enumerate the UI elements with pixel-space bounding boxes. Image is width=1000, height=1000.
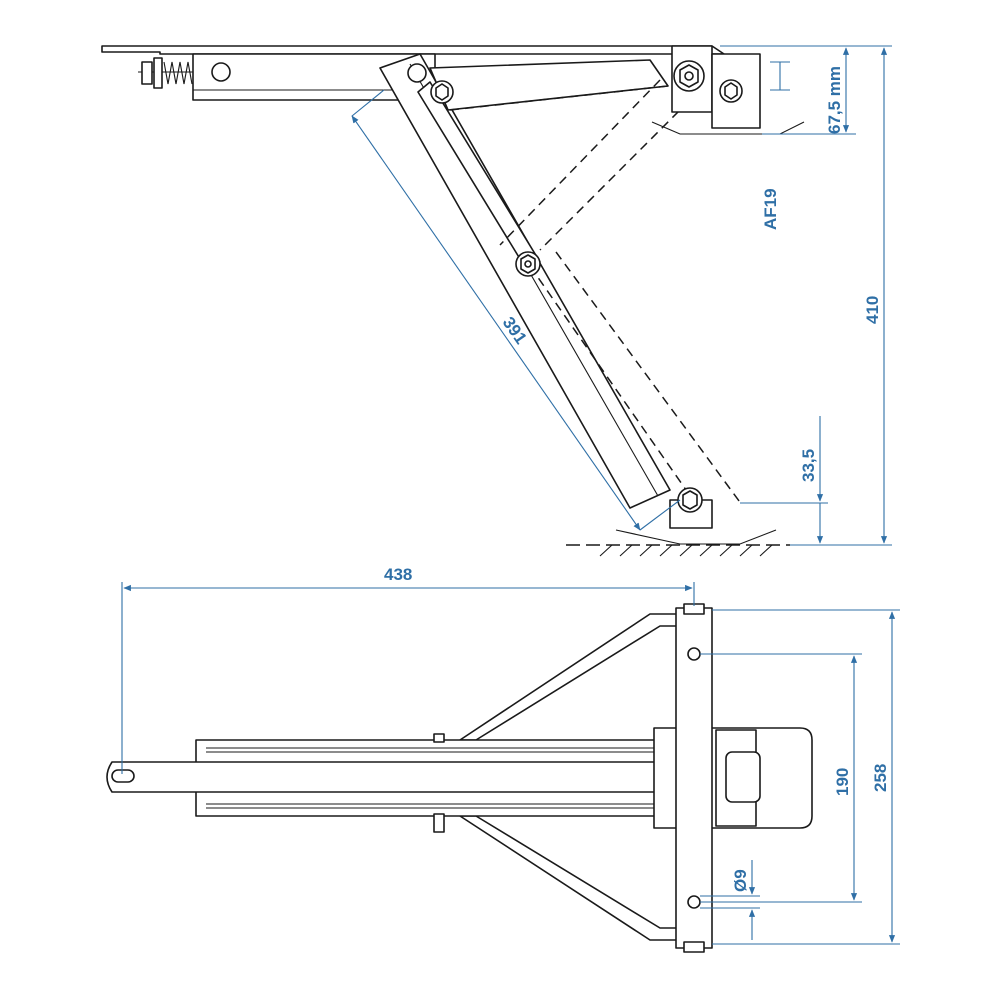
dim-total-height: 410 [720, 45, 892, 546]
dim-33-5-label: 33,5 [799, 449, 818, 482]
dim-bracket-height: 67,5 mm [762, 47, 856, 135]
dim-190-label: 190 [833, 768, 852, 796]
dim-hole-diameter: Ø9 [700, 860, 760, 940]
middle-nut [515, 251, 541, 277]
dim-plate-width: 258 [712, 609, 900, 945]
mounting-hole-lower [687, 895, 701, 909]
retracted-foot-plate [651, 121, 805, 135]
pivot-pin [211, 62, 231, 82]
dim-total-length: 438 [121, 565, 695, 774]
side-view: 391 410 67,5 mm AF19 33,5 [101, 45, 892, 557]
upper-nut [430, 80, 454, 104]
crank-handle [106, 761, 743, 793]
top-view: 438 258 190 Ø9 [106, 565, 900, 953]
gusset-lower [459, 815, 681, 941]
bracket-nut-right [719, 79, 743, 103]
dim-67-5-label: 67,5 mm [825, 66, 844, 134]
gusset-upper [459, 613, 681, 741]
top-mounting-plate [101, 45, 725, 55]
dim-438-label: 438 [384, 565, 412, 584]
spring-bolt-assembly [138, 57, 200, 89]
diagonal-leg [379, 53, 671, 509]
dim-o9-label: Ø9 [731, 869, 750, 892]
dim-258-label: 258 [871, 764, 890, 792]
dim-foot-height: 33,5 [740, 416, 828, 544]
dim-hole-spacing: 190 [700, 653, 862, 903]
foot [615, 487, 777, 545]
mounting-hole-upper [687, 647, 701, 661]
dim-410-label: 410 [863, 296, 882, 324]
bracket-nut [673, 60, 705, 92]
dim-wrench-size: AF19 [761, 61, 790, 230]
handle-eye [111, 769, 135, 783]
ground [566, 544, 790, 557]
dim-af19-label: AF19 [761, 188, 780, 230]
